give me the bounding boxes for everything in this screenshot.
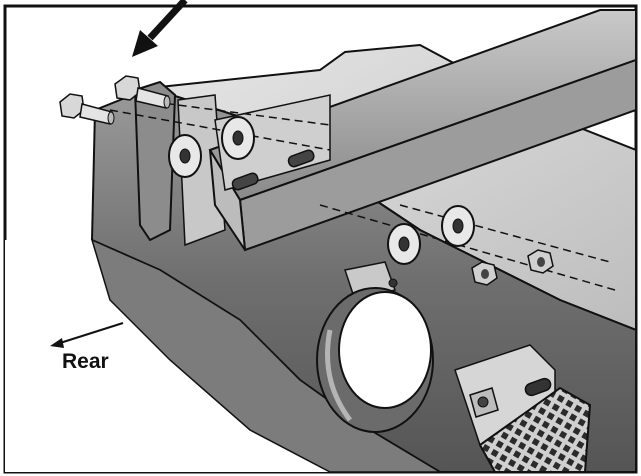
washer-icon (387, 223, 421, 265)
rear-label: Rear (62, 350, 109, 373)
washer-icon (441, 205, 475, 247)
nut-icon (471, 261, 498, 286)
arrow-down-left-icon (132, 0, 188, 57)
rear-arrow (50, 322, 124, 348)
washer-icon (168, 134, 202, 178)
mount-bracket-plate (133, 80, 177, 242)
alignment-line (399, 204, 611, 263)
bolt-icon (59, 93, 115, 125)
bumper-lower-face (90, 238, 443, 473)
mount-bracket-flange (177, 94, 226, 247)
rail-slot (231, 172, 259, 191)
light-mount-ring (316, 261, 434, 433)
washer-icon (221, 116, 255, 160)
rail-slot (287, 149, 315, 168)
bolt-icon (114, 75, 171, 109)
alignment-line (109, 109, 331, 151)
alignment-line (139, 99, 331, 126)
nut-icon (527, 249, 554, 274)
mesh-grille-icon (478, 386, 592, 473)
bumper-front-face (5, 240, 330, 472)
